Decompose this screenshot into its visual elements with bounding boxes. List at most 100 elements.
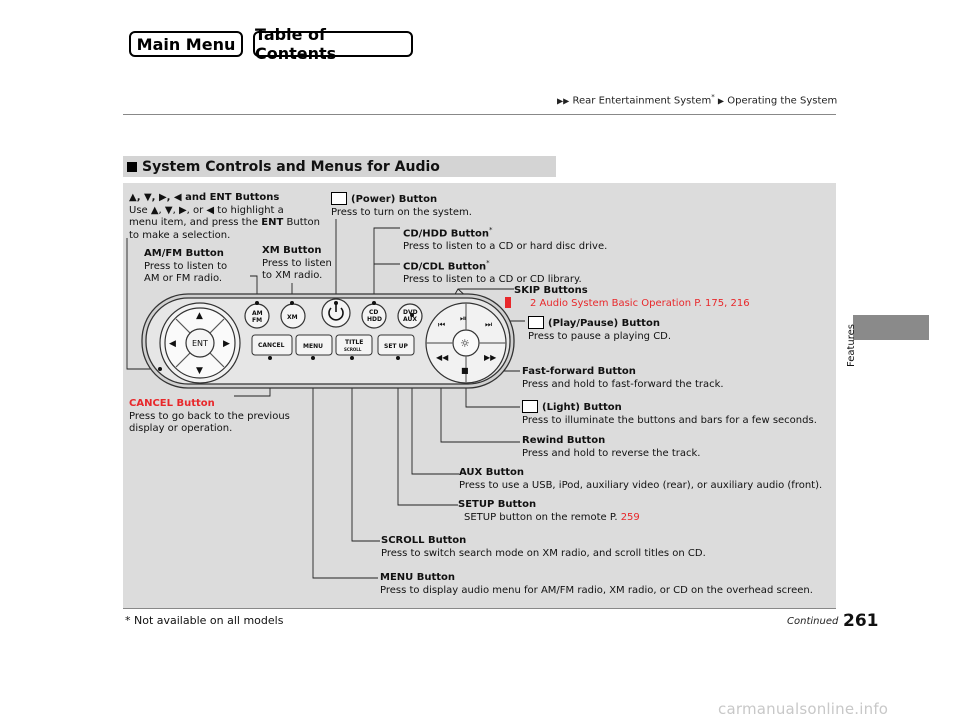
xm-title: XM Button (262, 245, 322, 256)
xm-label: XM Button Press to listen to XM radio. (262, 245, 332, 283)
power-desc: Press to turn on the system. (331, 206, 472, 218)
content-panel (123, 183, 836, 608)
stop-icon: ■ (461, 366, 469, 375)
continued-label: Continued (787, 616, 839, 627)
section-heading: System Controls and Menus for Audio (123, 156, 556, 177)
ff-desc: Press and hold to fast-forward the track… (522, 378, 724, 390)
cdhdd-desc: Press to listen to a CD or hard disc dri… (403, 240, 608, 252)
cancel-key-label: CANCEL (258, 342, 285, 349)
skip-ref-link[interactable]: 2 Audio System Basic Operation P. 175, 2… (530, 297, 750, 309)
power-icon (331, 192, 347, 205)
main-menu-button[interactable]: Main Menu (129, 31, 243, 57)
ff-title: Fast-forward Button (522, 366, 636, 377)
cancel-key (251, 334, 293, 356)
transport-cluster (425, 302, 507, 384)
arrows-desc-2-pre: menu item, and press the (129, 217, 262, 228)
ent-key-label: ENT (192, 339, 208, 348)
skip-label: SKIP Buttons 2 Audio System Basic Operat… (514, 285, 750, 310)
cdhdd-title: CD/HDD Button (403, 228, 490, 240)
play-desc: Press to pause a playing CD. (528, 330, 672, 342)
amfm-label: AM/FM Button Press to listen to AM or FM… (144, 248, 227, 286)
amfm-desc-2: AM or FM radio. (144, 273, 223, 284)
title-key-label: TITLE (345, 339, 363, 346)
menu-key-label: MENU (303, 343, 323, 350)
breadcrumb: ▶▶ Rear Entertainment System* ▶ Operatin… (557, 93, 837, 106)
play-pause-icon (528, 316, 544, 329)
cancel-desc-2: display or operation. (129, 423, 233, 434)
rewind-icon: ◀◀ (436, 353, 449, 362)
power-title: (Power) Button (351, 194, 438, 205)
scroll-key-label: SCROLL (344, 347, 362, 352)
cdcdl-desc: Press to listen to a CD or CD library. (403, 273, 582, 285)
am-key-label: AM (252, 310, 263, 317)
asterisk: * (486, 259, 490, 267)
skip-forward-icon: ⏭ (485, 320, 492, 329)
skip-back-icon: ⏮ (438, 320, 445, 329)
title-scroll-key (335, 334, 373, 356)
power-key (321, 298, 351, 328)
arrows-desc-3: to make a selection. (129, 229, 231, 241)
setup-ref: SETUP button on the remote P. 259 (458, 512, 640, 523)
breadcrumb-current: Operating the System (727, 95, 838, 107)
setup-ref-text: SETUP button on the remote P. (464, 511, 621, 523)
breadcrumb-arrow-icon: ▶ (717, 96, 725, 106)
light-desc: Press to illuminate the buttons and bars… (522, 414, 817, 426)
amfm-title: AM/FM Button (144, 248, 224, 259)
up-arrow-icon: ▲ (196, 311, 203, 321)
skip-ref-red-icon (505, 297, 511, 308)
fast-forward-icon: ▶▶ (484, 353, 497, 362)
arrows-title: ▲, ▼, ▶, ◀ and ENT Buttons (129, 192, 280, 203)
watermark: carmanualsonline.info (718, 700, 889, 718)
light-key-icon: ☼ (460, 337, 470, 350)
setup-title: SETUP Button (458, 499, 537, 510)
arrows-label: ▲, ▼, ▶, ◀ and ENT Buttons Use ▲, ▼, ▶, … (129, 192, 320, 242)
cancel-label: CANCEL Button Press to go back to the pr… (129, 398, 290, 436)
asterisk: * (711, 93, 715, 101)
setup-label: SETUP Button SETUP button on the remote … (458, 499, 640, 524)
ff-label: Fast-forward Button Press and hold to fa… (522, 366, 724, 391)
cancel-desc-1: Press to go back to the previous (129, 410, 290, 422)
header-rule (123, 114, 836, 115)
play-pause-key-icon: ⏯ (460, 314, 466, 323)
setup-ref-page-link[interactable]: 259 (620, 511, 640, 523)
amfm-desc-1: Press to listen to (144, 260, 228, 272)
play-label: (Play/Pause) Button Press to pause a pla… (528, 316, 671, 343)
setup-key-label: SET UP (384, 343, 408, 350)
light-icon (522, 400, 538, 413)
cd-key-label: CD (369, 309, 378, 316)
menu-label: MENU Button Press to display audio menu … (380, 572, 813, 597)
dvd-aux-key (397, 303, 423, 329)
cdcdl-title: CD/CDL Button (403, 261, 487, 273)
features-tab[interactable] (853, 315, 929, 340)
menu-key (295, 334, 333, 356)
scroll-title: SCROLL Button (381, 535, 467, 546)
xm-key-label: XM (287, 314, 298, 321)
light-label: (Light) Button Press to illuminate the b… (522, 400, 817, 427)
power-label: (Power) Button Press to turn on the syst… (331, 192, 472, 219)
aux-key-label: AUX (403, 316, 417, 323)
down-arrow-icon: ▼ (196, 366, 203, 376)
arrows-desc-2-post: Button (283, 217, 320, 228)
page-number: 261 (843, 611, 879, 631)
left-arrow-icon: ◀ (169, 339, 176, 349)
setup-key (377, 334, 415, 356)
cdhdd-label: CD/HDD Button* Press to listen to a CD o… (403, 224, 607, 253)
rew-title: Rewind Button (522, 435, 606, 446)
hdd-key-label: HDD (367, 316, 382, 323)
arrows-desc-1: Use ▲, ▼, ▶, or ◀ to highlight a (129, 204, 284, 216)
menu-desc: Press to display audio menu for AM/FM ra… (380, 584, 813, 596)
breadcrumb-arrow-icon: ▶▶ (557, 96, 570, 106)
footer-rule (123, 608, 836, 609)
ent-inline: ENT (261, 217, 284, 228)
asterisk: * (489, 226, 493, 234)
rewind-label: Rewind Button Press and hold to reverse … (522, 435, 700, 460)
section-title: System Controls and Menus for Audio (142, 158, 440, 175)
cancel-title: CANCEL Button (129, 398, 215, 409)
d-pad (159, 302, 241, 384)
aux-title: AUX Button (459, 467, 525, 478)
section-square-icon (127, 161, 137, 172)
cdcdl-label: CD/CDL Button* Press to listen to a CD o… (403, 257, 582, 286)
xm-desc-1: Press to listen (262, 257, 332, 269)
breadcrumb-link-rear-entertainment[interactable]: Rear Entertainment System (572, 95, 712, 107)
